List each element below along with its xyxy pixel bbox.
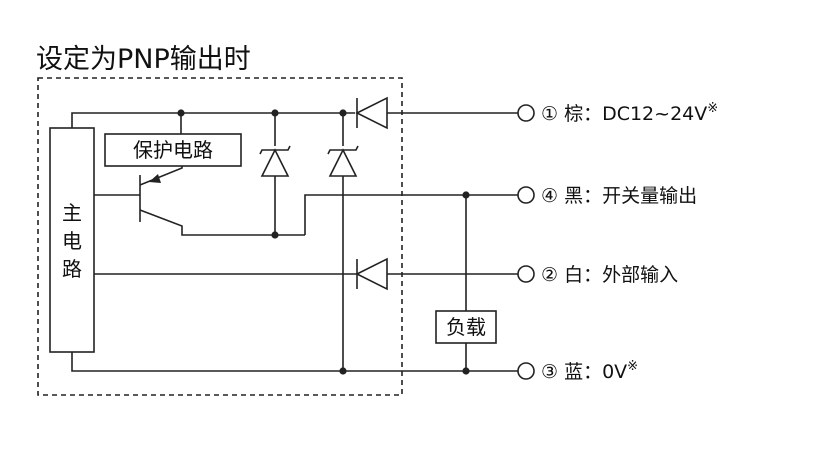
zener2-triangle	[328, 148, 358, 177]
terminal-label-blue: ③ 蓝：0V※	[541, 359, 638, 383]
transistor-emitter-arrow	[149, 174, 161, 183]
zener1-triangle	[260, 148, 290, 177]
protection-circuit-label: 保护电路	[133, 138, 213, 162]
protection-circuit-box	[104, 133, 242, 167]
transistor-emitter	[139, 166, 183, 186]
junction-dot	[271, 231, 279, 239]
junction-dot	[339, 109, 347, 117]
junction-dot	[462, 367, 470, 375]
main-circuit-char-2: 电	[62, 229, 82, 253]
reverse-diode-white	[355, 257, 388, 291]
terminal-white	[517, 265, 535, 283]
terminal-black	[517, 186, 535, 204]
load-box	[435, 310, 497, 344]
terminal-label-white: ② 白：外部输入	[541, 264, 678, 286]
main-circuit-char-3: 路	[62, 257, 82, 281]
terminal-blue	[517, 362, 535, 380]
junction-dot	[177, 109, 185, 117]
terminal-brown	[517, 104, 535, 122]
junction-dot	[462, 191, 470, 199]
junction-dot	[271, 109, 279, 117]
output-wire	[304, 194, 518, 235]
zener1-bar	[259, 145, 291, 155]
terminal-label-black: ④ 黑：开关量输出	[541, 185, 697, 207]
main-circuit-char-1: 主	[62, 201, 82, 225]
diagram-title: 设定为PNP输出时	[36, 44, 251, 75]
zener2-bar	[327, 145, 359, 155]
reverse-diode-brown	[355, 96, 388, 130]
junction-dot	[339, 367, 347, 375]
sensor-boundary	[37, 77, 403, 396]
ground-wire	[71, 352, 518, 372]
supply-wire	[71, 112, 355, 128]
terminal-label-brown: ① 棕：DC12~24V※	[541, 101, 718, 125]
load-label: 负载	[446, 315, 486, 339]
transistor-collector	[139, 209, 305, 236]
